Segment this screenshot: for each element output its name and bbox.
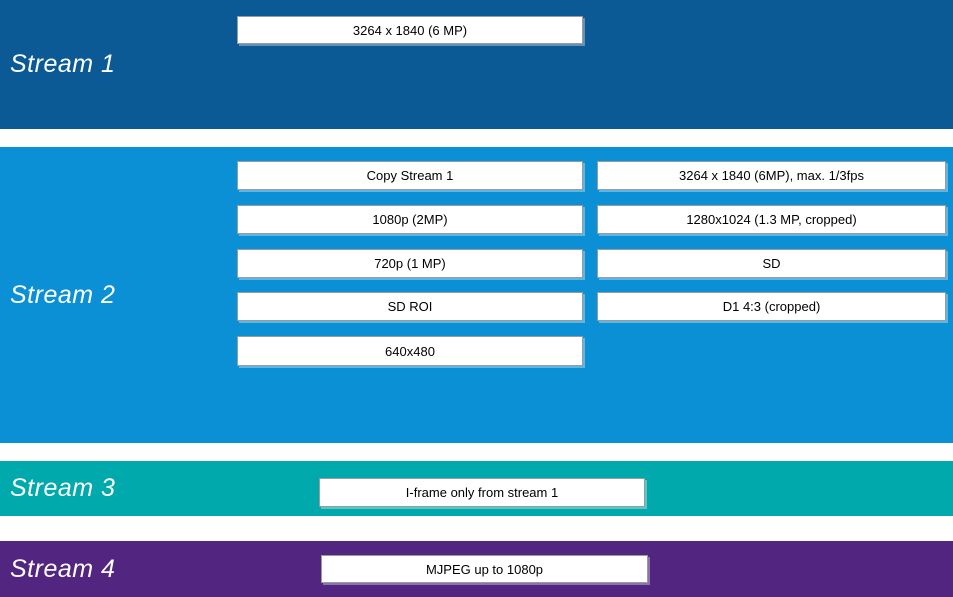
option-sd: SD <box>597 249 946 278</box>
stream-4-label: Stream 4 <box>10 554 116 583</box>
option-3264x1840-6mp: 3264 x 1840 (6 MP) <box>237 16 583 44</box>
stream-2-label: Stream 2 <box>10 280 116 309</box>
stream-1-label: Stream 1 <box>10 50 116 78</box>
option-1080p-2mp: 1080p (2MP) <box>237 205 583 234</box>
option-copy-stream-1: Copy Stream 1 <box>237 161 583 190</box>
stream-3-label: Stream 3 <box>10 474 116 502</box>
option-640x480: 640x480 <box>237 336 583 366</box>
option-d1-4-3-cropped: D1 4:3 (cropped) <box>597 292 946 321</box>
option-720p-1mp: 720p (1 MP) <box>237 249 583 278</box>
option-3264x1840-6mp-max-1-3fps: 3264 x 1840 (6MP), max. 1/3fps <box>597 161 946 190</box>
option-mjpeg-up-to-1080p: MJPEG up to 1080p <box>321 555 648 583</box>
option-sd-roi: SD ROI <box>237 292 583 321</box>
option-1280x1024-1-3mp-cropped: 1280x1024 (1.3 MP, cropped) <box>597 205 946 234</box>
option-iframe-only-from-stream-1: I-frame only from stream 1 <box>319 478 645 507</box>
